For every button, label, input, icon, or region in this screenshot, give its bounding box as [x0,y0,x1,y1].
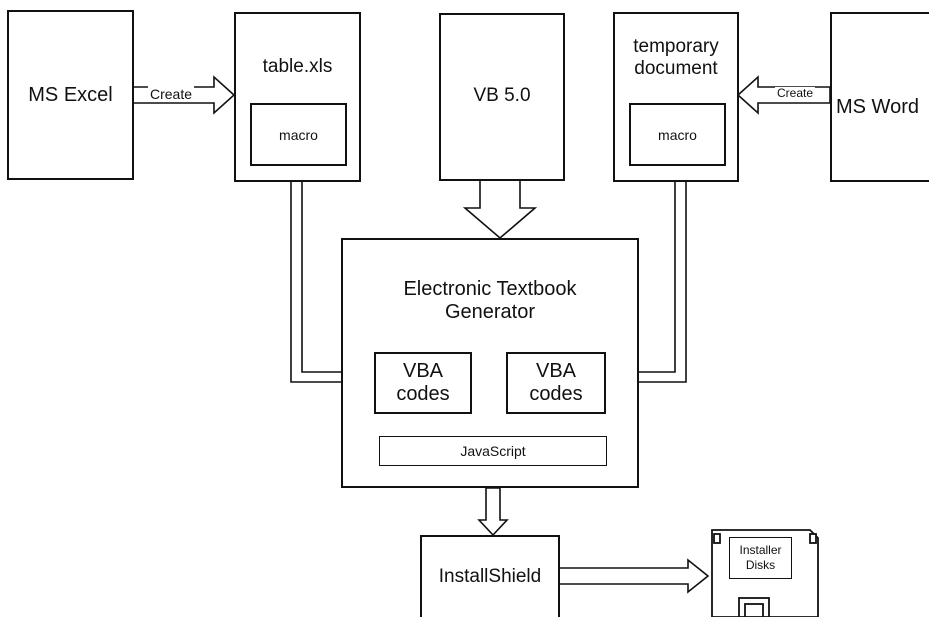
arrow-generator-to-installshield [477,487,509,537]
installer-disks-label-box: Installer Disks [729,537,792,579]
arrow-installshield-to-disks [557,558,710,594]
installshield-label: InstallShield [438,566,542,587]
excel-macro-label: macro [279,126,318,143]
word-macro-label: macro [658,126,697,143]
javascript-label: JavaScript [460,443,526,459]
ms-excel-box: MS Excel [7,10,134,180]
vba-codes-right-box: VBA codes [506,352,606,414]
ms-word-label: MS Word [836,96,919,118]
arrow-vb-to-generator [462,179,538,240]
temporary-document-label: temporary document [633,36,719,79]
ms-word-box: MS Word [830,12,929,182]
vb-label: VB 5.0 [473,85,531,106]
vb-box: VB 5.0 [439,13,565,181]
javascript-box: JavaScript [379,436,607,466]
generator-title: Electronic Textbook Generator [403,278,577,323]
vba-codes-left-label: VBA codes [396,360,450,405]
excel-create-label: Create [148,86,195,103]
vba-codes-right-label: VBA codes [529,360,583,405]
installshield-box: InstallShield [420,535,560,617]
vba-codes-left-box: VBA codes [374,352,472,414]
installer-disks-label: Installer Disks [739,543,782,572]
table-xls-label: table.xls [262,56,333,77]
word-create-label: Create [775,86,816,101]
ms-excel-label: MS Excel [28,83,113,106]
excel-macro-box: macro [250,103,347,166]
word-macro-box: macro [629,103,726,166]
